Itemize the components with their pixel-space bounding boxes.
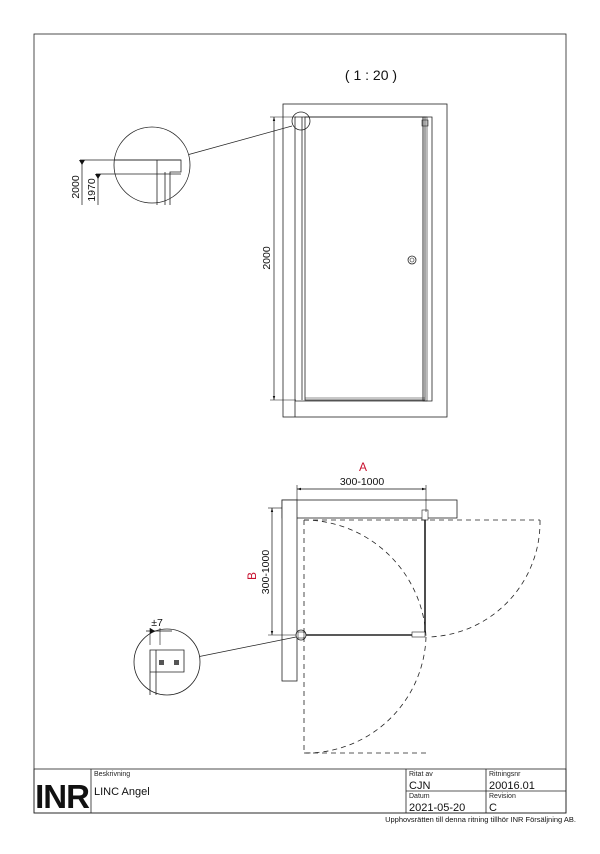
tolerance-label: ±7 <box>151 617 163 629</box>
door-handle-inner <box>409 257 415 263</box>
plan-view: A 300-1000 B 300-1000 <box>196 460 541 754</box>
top-hinge <box>421 119 429 127</box>
detail-plan-profile <box>149 649 185 695</box>
depth-range: 300-1000 <box>260 550 272 595</box>
detail-circle-plan <box>133 628 201 696</box>
detail-plan-bolt-1 <box>159 660 164 665</box>
date-label: Datum <box>409 793 430 800</box>
drawing-number-value: 20016.01 <box>489 780 535 792</box>
back-wall <box>281 499 458 519</box>
detail-circle-top <box>113 126 191 204</box>
door-hinge-plan <box>411 631 426 638</box>
dim-arrow-2000 <box>79 160 85 165</box>
copyright-notice: Upphovsrätten till denna ritning tillhör… <box>385 815 576 824</box>
door-panel <box>304 116 426 401</box>
height-dimension: 2000 <box>261 246 273 270</box>
drawn-by-label: Ritat av <box>409 771 433 778</box>
swing-arc-inner <box>303 519 427 638</box>
detail-dim-1970: 1970 <box>86 178 98 202</box>
door-swing-arcs <box>303 519 541 754</box>
drawing-number-label: Ritningsnr <box>489 771 521 778</box>
detail-marker-plan <box>295 629 307 641</box>
wall-opening <box>294 116 433 417</box>
swing-arc-lower <box>303 636 427 754</box>
description-label: Beskrivning <box>94 771 130 778</box>
tolerance-arrow <box>150 628 155 634</box>
detail-profile <box>114 159 182 205</box>
swing-arc-right <box>427 519 541 638</box>
plan-detail: ±7 <box>133 617 201 696</box>
detail-marker-top <box>291 111 311 131</box>
description-value: LINC Angel <box>94 786 150 798</box>
company-logo: INR <box>35 778 90 815</box>
width-letter: A <box>359 460 367 474</box>
wall-profile <box>421 509 429 521</box>
detail-leader-top <box>186 125 293 156</box>
width-range: 300-1000 <box>340 476 385 488</box>
wall-frame <box>282 103 448 418</box>
date-value: 2021-05-20 <box>409 802 465 814</box>
depth-letter: B <box>245 572 259 580</box>
door-handle-icon <box>407 255 417 265</box>
title-block: INR Beskrivning LINC Angel Ritat av CJN … <box>33 768 576 824</box>
elevation-detail: 2000 1970 <box>70 126 191 205</box>
revision-label: Revision <box>489 793 516 800</box>
sheet-border <box>33 33 567 814</box>
detail-plan-bolt-2 <box>174 660 179 665</box>
drawn-by-value: CJN <box>409 780 430 792</box>
hinge-rail <box>422 116 428 402</box>
dim-arrow-1970 <box>95 174 101 179</box>
side-wall <box>281 499 298 682</box>
revision-value: C <box>489 802 497 814</box>
detail-leader-plan <box>196 636 297 658</box>
elevation-view: 2000 <box>186 103 448 418</box>
detail-dim-2000: 2000 <box>70 175 82 199</box>
scale-label: ( 1 : 20 ) <box>345 67 397 83</box>
detail-marker-plan-fill <box>297 631 305 639</box>
